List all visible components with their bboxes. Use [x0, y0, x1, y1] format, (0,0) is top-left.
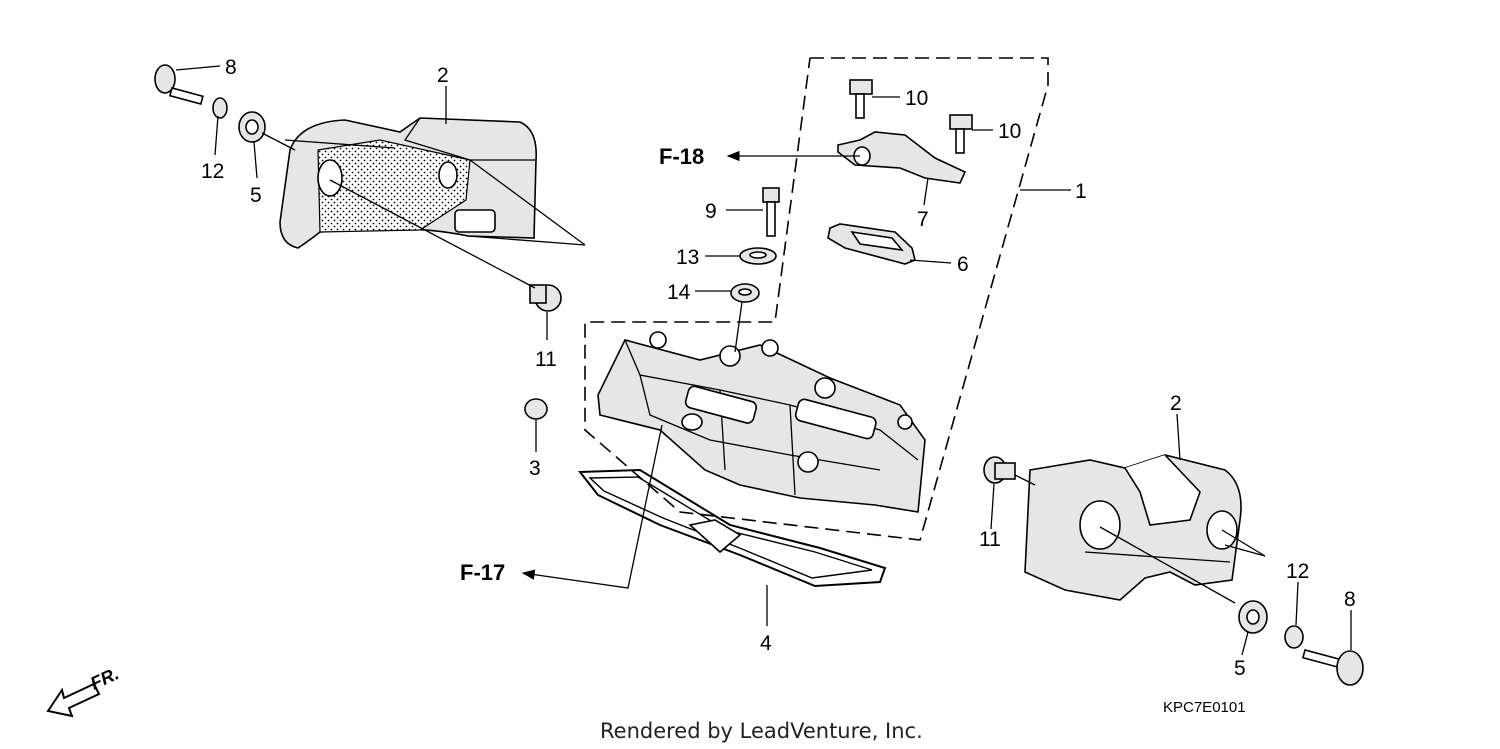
- assembly-boundary: [584, 57, 1049, 541]
- front-direction-arrow-icon: [46, 682, 101, 718]
- callout-11-right: 11: [979, 528, 1001, 551]
- gasket-6: [827, 223, 916, 265]
- callout-12-right: 12: [1286, 560, 1309, 583]
- bolt-10-lower: [949, 114, 973, 154]
- callout-2-right: 2: [1170, 392, 1182, 415]
- reference-f-17: F-17: [460, 560, 505, 585]
- callout-13: 13: [676, 246, 699, 269]
- collar-11-left: [529, 284, 562, 312]
- callout-10-lower: 10: [998, 120, 1021, 143]
- callout-4: 4: [760, 632, 772, 655]
- callout-8-left: 8: [225, 56, 237, 79]
- head-cover: [597, 331, 926, 513]
- bolt-8-left: [154, 64, 204, 105]
- callout-6: 6: [957, 253, 969, 276]
- callout-3: 3: [529, 457, 541, 480]
- grommet-14: [730, 283, 760, 303]
- nut-3: [524, 398, 548, 420]
- washer-12-right: [1284, 625, 1304, 649]
- diagram-code: KPC7E0101: [1163, 699, 1246, 716]
- collar-11-right: [983, 456, 1016, 484]
- callout-9: 9: [705, 200, 717, 223]
- callout-7: 7: [917, 208, 929, 231]
- callout-12-left: 12: [201, 160, 224, 183]
- render-credit: Rendered by LeadVenture, Inc.: [600, 719, 923, 743]
- callout-5-right: 5: [1234, 657, 1246, 680]
- gasket-4: [577, 468, 887, 588]
- callout-14: 14: [667, 281, 691, 304]
- breather-plate-7: [837, 131, 967, 184]
- washer-12-left: [212, 97, 228, 119]
- callout-8-right: 8: [1344, 588, 1356, 611]
- washer-13: [739, 247, 777, 265]
- callout-5-left: 5: [250, 184, 262, 207]
- grommet-5-right: [1238, 600, 1268, 634]
- grommet-5-left: [238, 111, 266, 143]
- callout-10-upper: 10: [905, 87, 928, 110]
- callout-1: 1: [1075, 180, 1087, 203]
- callout-2-left: 2: [437, 64, 449, 87]
- bolt-8-right: [1301, 649, 1364, 686]
- bolt-9: [762, 187, 780, 237]
- reference-f-18: F-18: [659, 144, 704, 169]
- left-side-cover: [279, 117, 537, 249]
- right-side-cover: [1024, 454, 1242, 601]
- bolt-10-upper: [849, 79, 873, 119]
- callout-11-left: 11: [535, 348, 557, 371]
